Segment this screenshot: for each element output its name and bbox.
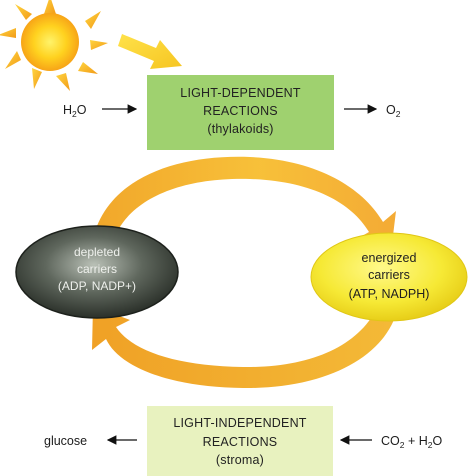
energy-cycle xyxy=(92,156,398,389)
energized-label: energized xyxy=(362,251,417,265)
light-independent-subtitle: REACTIONS xyxy=(203,435,278,449)
sunlight-arrow xyxy=(118,34,182,69)
light-independent-location: (stroma) xyxy=(216,453,264,467)
depleted-carriers-ellipse: depleted carriers (ADP, NADP+) xyxy=(15,225,179,319)
light-dependent-reactions-box: LIGHT-DEPENDENT REACTIONS (thylakoids) xyxy=(147,75,334,150)
water-input: H2O xyxy=(63,103,138,119)
energized-molecules-label: (ATP, NADPH) xyxy=(349,287,430,301)
light-dependent-subtitle: REACTIONS xyxy=(203,104,278,118)
co2-water-label: CO2 + H2O xyxy=(381,434,443,450)
energized-carriers-label: carriers xyxy=(368,268,410,282)
depleted-carriers-label: carriers xyxy=(77,262,117,276)
energized-carriers-ellipse: energized carriers (ATP, NADPH) xyxy=(310,232,468,322)
light-independent-title: LIGHT-INDEPENDENT xyxy=(173,416,306,430)
water-label: H2O xyxy=(63,103,87,119)
oxygen-output: O2 xyxy=(344,103,401,119)
sun-icon xyxy=(0,0,108,91)
cycle-bottom-arrow xyxy=(92,306,398,389)
depleted-molecules-label: (ADP, NADP+) xyxy=(58,279,136,293)
cycle-top-arrow xyxy=(92,156,396,252)
light-independent-reactions-box: LIGHT-INDEPENDENT REACTIONS (stroma) xyxy=(147,406,333,476)
co2-water-input: CO2 + H2O xyxy=(339,434,443,450)
glucose-output: glucose xyxy=(44,434,137,448)
glucose-label: glucose xyxy=(44,434,87,448)
light-dependent-location: (thylakoids) xyxy=(207,122,273,136)
oxygen-label: O2 xyxy=(386,103,401,119)
light-dependent-title: LIGHT-DEPENDENT xyxy=(180,86,301,100)
depleted-label: depleted xyxy=(74,245,120,259)
